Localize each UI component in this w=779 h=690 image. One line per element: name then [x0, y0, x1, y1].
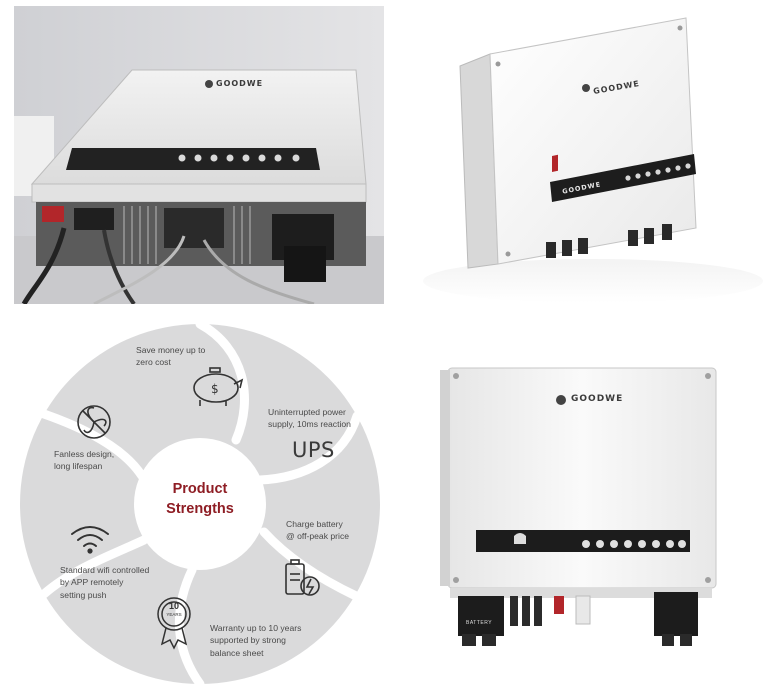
inverter-photo: GOODWE — [14, 6, 384, 304]
inverter-render: GOODWE GOODWE — [418, 6, 768, 306]
brand-label: GOODWE — [216, 79, 264, 88]
inverter-photo-drawing — [14, 6, 384, 304]
svg-text:$: $ — [211, 382, 219, 396]
inverter-render-drawing — [418, 6, 768, 306]
ups-badge: UPS — [292, 438, 335, 462]
segment-fanless-text: Fanless design,long lifespan — [54, 449, 115, 472]
inverter-front-view: GOODWE BATTERY — [418, 330, 768, 690]
center-title: Product Strengths — [166, 481, 234, 517]
battery-label: BATTERY — [466, 620, 493, 626]
no-fan-icon — [77, 405, 111, 439]
battery-charging-icon — [285, 559, 320, 596]
brand-label: GOODWE — [571, 394, 624, 404]
warranty-badge-icon — [157, 597, 191, 650]
inverter-front-drawing — [418, 330, 768, 690]
wifi-icon — [71, 526, 109, 554]
segment-charge-text: Charge battery@ off-peak price — [286, 519, 350, 542]
warranty-badge-sub: YEARS — [166, 612, 182, 617]
piggy-bank-icon: $ — [193, 367, 244, 406]
warranty-badge-number: 10 — [168, 601, 179, 611]
strengths-wheel: $ — [20, 319, 380, 688]
product-strengths-diagram: $ Save money up — [14, 318, 384, 688]
